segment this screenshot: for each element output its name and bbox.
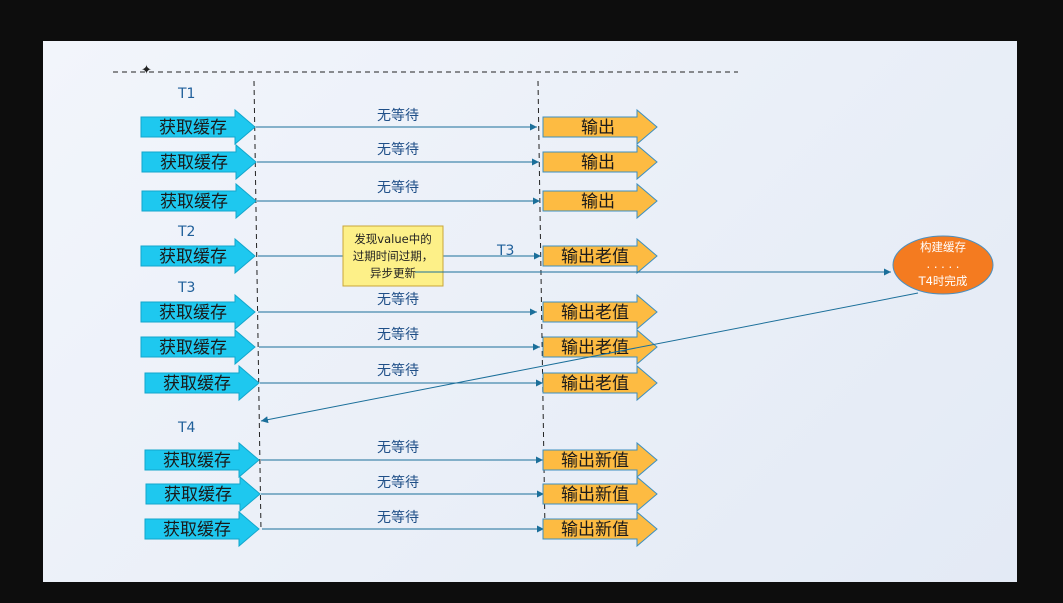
cache-timing-diagram: ✦ T1 T2 T3 T4 获取缓存无等待输出获取缓存无等待输出获取缓存无等待输… (113, 63, 994, 548)
output-label: 输出老值 (561, 303, 629, 323)
get-cache-label: 获取缓存 (163, 451, 231, 471)
get-cache-arrow (140, 108, 256, 146)
get-cache-label: 获取缓存 (160, 153, 228, 173)
no-wait-label: 无等待 (377, 179, 419, 196)
get-cache-arrow (144, 510, 260, 548)
output-label: 输出老值 (561, 338, 629, 358)
output-arrow (542, 143, 658, 181)
note-line-3: 异步更新 (370, 266, 416, 280)
no-wait-label: 无等待 (377, 362, 419, 379)
output-arrow (542, 293, 658, 331)
get-cache-arrow (140, 293, 256, 331)
get-cache-label: 获取缓存 (163, 374, 231, 394)
output-label: 输出 (581, 118, 615, 138)
no-wait-label: 无等待 (377, 107, 419, 124)
get-cache-label: 获取缓存 (159, 338, 227, 358)
get-cache-arrow (140, 237, 256, 275)
note-line-2: 过期时间过期， (353, 249, 434, 263)
no-wait-label: 无等待 (377, 474, 419, 491)
get-cache-label: 获取缓存 (159, 303, 227, 323)
output-arrow (542, 108, 658, 146)
output-label: 输出 (581, 153, 615, 173)
output-arrow (542, 510, 658, 548)
output-label: 输出老值 (561, 247, 629, 267)
get-cache-arrow (144, 364, 260, 402)
output-label: 输出 (581, 192, 615, 212)
async-update-note (342, 225, 444, 287)
note-line-1: 发现value中的 (354, 232, 431, 246)
output-label: 输出新值 (561, 485, 629, 505)
no-wait-label: 无等待 (377, 439, 419, 456)
output-arrow (542, 364, 658, 402)
slide-canvas: ✦ T1 T2 T3 T4 获取缓存无等待输出获取缓存无等待输出获取缓存无等待输… (43, 41, 1017, 582)
left-dashed-divider (253, 80, 262, 532)
output-arrow (542, 441, 658, 479)
rebuild-line-1: 构建缓存 (920, 240, 966, 254)
no-wait-label: 无等待 (377, 141, 419, 158)
get-cache-arrow (141, 182, 257, 220)
get-cache-arrow (140, 328, 256, 366)
rebuild-line-3: T4时完成 (918, 274, 968, 288)
rebuild-line-2: . . . . . (927, 257, 960, 271)
request-row: 获取缓存 输出老值 (140, 237, 658, 275)
no-wait-label: 无等待 (377, 509, 419, 526)
time-label-t3: T3 (177, 280, 195, 296)
rebuild-cache-circle (892, 235, 994, 295)
get-cache-label: 获取缓存 (159, 118, 227, 138)
right-dashed-divider (537, 80, 546, 532)
output-arrow (542, 182, 658, 220)
async-time-label-t3: T3 (496, 243, 514, 259)
time-label-t2: T2 (177, 224, 195, 240)
output-label: 输出新值 (561, 451, 629, 471)
get-cache-label: 获取缓存 (164, 485, 232, 505)
rebuild-complete-arrow (260, 292, 919, 424)
get-cache-label: 获取缓存 (159, 247, 227, 267)
star-mark: ✦ (141, 63, 152, 78)
output-label: 输出老值 (561, 374, 629, 394)
get-cache-label: 获取缓存 (160, 192, 228, 212)
request-rows: 获取缓存无等待输出获取缓存无等待输出获取缓存无等待输出获取缓存输出老值获取缓存无… (140, 107, 658, 548)
no-wait-label: 无等待 (377, 326, 419, 343)
output-arrow (542, 328, 658, 366)
get-cache-arrow (141, 143, 257, 181)
output-label: 输出新值 (561, 520, 629, 540)
time-label-t4: T4 (177, 420, 196, 436)
get-cache-label: 获取缓存 (163, 520, 231, 540)
output-arrow (542, 237, 658, 275)
output-arrow (542, 475, 658, 513)
no-wait-label: 无等待 (377, 291, 419, 308)
get-cache-arrow (145, 475, 261, 513)
get-cache-arrow (144, 441, 260, 479)
time-label-t1: T1 (177, 86, 195, 102)
